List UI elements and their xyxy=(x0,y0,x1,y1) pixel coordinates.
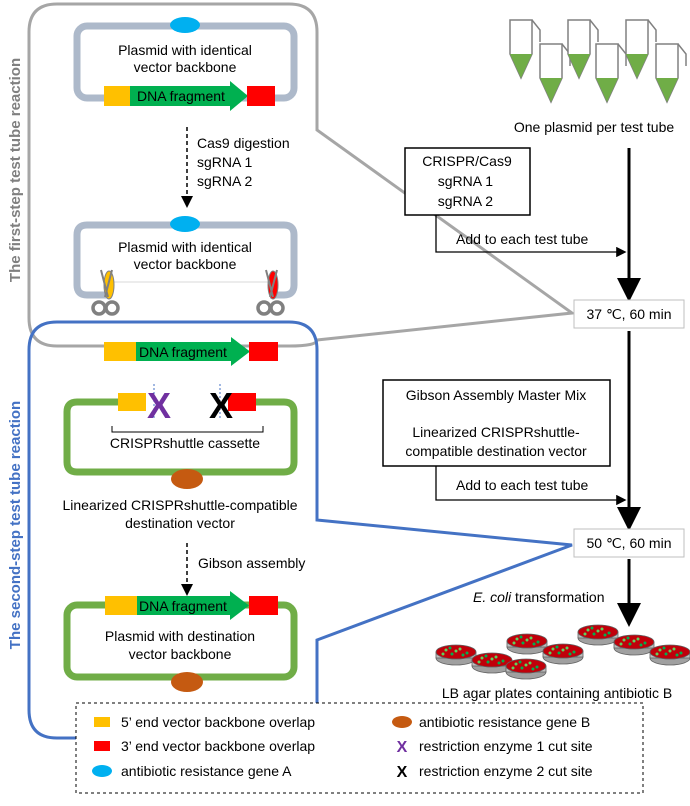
add-arrow-1 xyxy=(435,215,627,258)
agar-plate-icon xyxy=(577,624,619,646)
cut-site-1-icon: X xyxy=(147,385,171,426)
box1-line2: sgRNA 1 xyxy=(438,173,493,189)
agar-plate-icon xyxy=(435,644,477,666)
reagent-box-1 xyxy=(404,147,531,216)
legend-5prime-swatch xyxy=(94,717,110,727)
antibiotic-gene-a-2 xyxy=(170,216,200,232)
three-prime-overlap xyxy=(247,86,275,106)
condition-box-2 xyxy=(573,528,685,558)
legend-item-1: 5’ end vector backbone overlap xyxy=(121,714,315,730)
first-step-side-label: The first-step test tube reaction xyxy=(7,58,24,282)
agar-plate-icon xyxy=(649,644,690,666)
box2-line2: Linearized CRISPRshuttle- xyxy=(412,424,580,440)
antibiotic-gene-a xyxy=(170,17,200,33)
test-tube-icon xyxy=(539,43,571,104)
cut-site-2-icon: X xyxy=(209,385,233,426)
add-arrow-2 xyxy=(435,466,627,506)
cassette-label: CRISPRshuttle cassette xyxy=(110,435,260,451)
legend-cut2-icon: X xyxy=(397,764,408,781)
dna-fragment-label: DNA fragment xyxy=(137,88,225,104)
dest-vector-label-line2: destination vector xyxy=(125,515,235,531)
legend-gene-b-swatch xyxy=(392,716,412,728)
dest-vector-label-line1: Linearized CRISPRshuttle-compatible xyxy=(63,497,298,513)
released-fragment-label: DNA fragment xyxy=(139,344,227,360)
test-tube-icon xyxy=(595,43,627,104)
agar-plate-icon xyxy=(506,633,548,655)
destination-vector xyxy=(63,384,298,489)
test-tubes xyxy=(509,19,687,104)
scissors-icon xyxy=(256,269,285,316)
second-step-side-label: The second-step test tube reaction xyxy=(7,401,24,649)
legend-item-4: antibiotic resistance gene B xyxy=(419,714,590,730)
test-tube-icon xyxy=(509,19,541,80)
five-prime-overlap xyxy=(104,86,130,106)
plasmid-label-line2: vector backbone xyxy=(134,59,237,75)
add-label-2: Add to each test tube xyxy=(456,477,589,493)
test-tube-icon xyxy=(655,43,687,104)
legend-gene-a-swatch xyxy=(92,765,112,777)
legend-item-5: restriction enzyme 1 cut site xyxy=(419,738,593,754)
scissors-icon xyxy=(91,269,120,316)
legend-item-3: antibiotic resistance gene A xyxy=(121,763,292,779)
agar-plate-icon xyxy=(542,643,584,665)
add-label-1: Add to each test tube xyxy=(456,231,589,247)
transformation-label: E. coli transformation xyxy=(473,589,605,605)
test-tube-icon xyxy=(625,19,657,80)
reagent-box-2 xyxy=(382,379,611,467)
final-plasmid xyxy=(63,591,298,692)
condition-1: 37 ℃, 60 min xyxy=(587,306,672,322)
cut-plasmid-label-line2: vector backbone xyxy=(134,256,237,272)
legend-cut1-icon: X xyxy=(397,739,408,756)
antibiotic-gene-b-2 xyxy=(171,672,203,692)
box1-line3: sgRNA 2 xyxy=(438,193,493,209)
condition-2: 50 ℃, 60 min xyxy=(587,535,672,551)
legend-3prime-swatch xyxy=(94,741,110,751)
agar-plate-icon xyxy=(505,658,547,680)
first-step-frame xyxy=(27,2,577,348)
legend-box xyxy=(75,702,644,794)
digestion-line2: sgRNA 1 xyxy=(197,154,252,170)
final-fragment-label: DNA fragment xyxy=(139,598,227,614)
box2-line1: Gibson Assembly Master Mix xyxy=(406,387,587,403)
condition-box-1 xyxy=(573,299,685,329)
released-dna-fragment xyxy=(104,337,278,366)
dna-fragment-arrow xyxy=(130,81,248,111)
tubes-caption: One plasmid per test tube xyxy=(514,119,675,135)
box1-line1: CRISPR/Cas9 xyxy=(422,153,512,169)
test-tube-icon xyxy=(567,19,599,80)
plasmid-identical-backbone xyxy=(73,17,298,111)
final-plasmid-label-line1: Plasmid with destination xyxy=(105,628,255,644)
final-plasmid-label-line2: vector backbone xyxy=(129,646,232,662)
gibson-label: Gibson assembly xyxy=(198,555,305,571)
agar-plate-icon xyxy=(613,634,655,656)
agar-plates xyxy=(435,624,690,680)
box2-line3: compatible destination vector xyxy=(405,443,587,459)
digestion-line1: Cas9 digestion xyxy=(197,135,290,151)
plasmid-label-line1: Plasmid with identical xyxy=(118,42,252,58)
plates-caption: LB agar plates containing antibiotic B xyxy=(442,685,672,701)
antibiotic-gene-b xyxy=(171,469,203,489)
legend-item-2: 3’ end vector backbone overlap xyxy=(121,738,315,754)
legend-item-6: restriction enzyme 2 cut site xyxy=(419,763,593,779)
cut-plasmid-label-line1: Plasmid with identical xyxy=(118,239,252,255)
digestion-line3: sgRNA 2 xyxy=(197,173,252,189)
